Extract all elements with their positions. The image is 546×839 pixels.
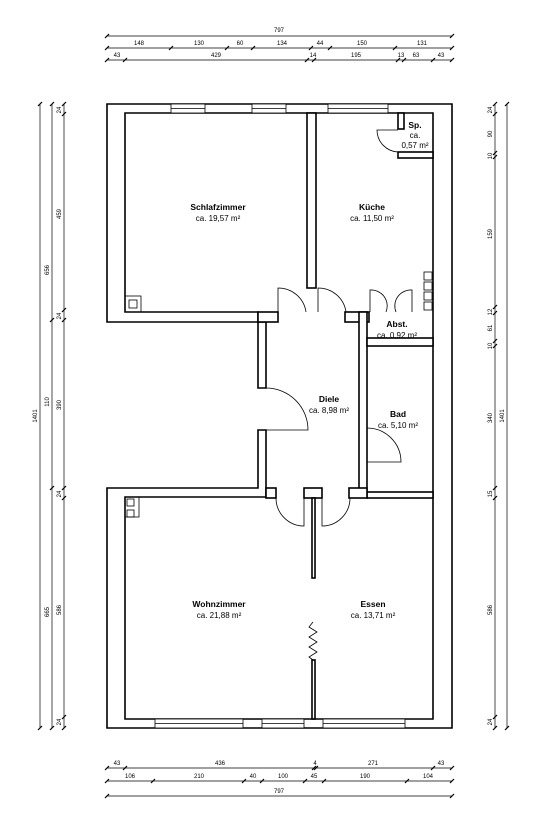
dim-right-inner-0: 24 [488, 106, 494, 113]
dim-top-r1-4: 44 [317, 41, 324, 47]
dim-left-inner-2: 24 [57, 312, 63, 319]
dim-left-inner-3: 390 [57, 399, 63, 410]
dim-left-total: 1401 [33, 409, 39, 423]
dim-left-inner-0: 24 [57, 106, 63, 113]
dim-top-r2-1: 429 [211, 53, 222, 59]
dim-right-inner-7: 340 [488, 412, 494, 423]
room-name-schlafzimmer: Schlafzimmer [190, 202, 246, 212]
room-area-wohnzimmer: ca. 21,88 m² [197, 611, 242, 620]
dim-bot-r2-5: 190 [360, 774, 371, 780]
dim-right-inner-1: 90 [488, 130, 494, 137]
dim-left-inner-5: 586 [57, 604, 63, 615]
room-area-schlafzimmer: ca. 19,57 m² [196, 214, 241, 223]
dim-right-total: 1401 [500, 409, 506, 423]
dim-bot-r2-4: 45 [311, 774, 318, 780]
dim-left-outer-2: 665 [45, 606, 51, 617]
dim-bot-r2-6: 104 [423, 774, 434, 780]
dim-top-r2-5: 63 [413, 53, 420, 59]
room-area-diele: ca. 8,98 m² [309, 406, 349, 415]
dim-top-total: 797 [274, 28, 285, 34]
dim-bot-r1-2: 4 [313, 761, 317, 767]
dim-top-r2-0: 43 [114, 53, 121, 59]
dim-left-outer-0: 656 [45, 264, 51, 275]
dim-right-inner-6: 10 [488, 342, 494, 349]
dim-top-r1-2: 60 [237, 41, 244, 47]
dim-bot-r2-1: 210 [194, 774, 205, 780]
dim-left-outer-1: 110 [45, 397, 51, 407]
room-name-essen: Essen [360, 599, 385, 609]
room-name-wohnzimmer: Wohnzimmer [192, 599, 246, 609]
right-dimensions: 24 90 10 159 12 61 10 340 15 586 24 1401 [488, 101, 510, 731]
dim-top-r1-3: 134 [277, 41, 288, 47]
room-area-abst: ca. 0,92 m² [377, 331, 417, 340]
dim-bot-r1-1: 436 [215, 761, 226, 767]
room-area-bad: ca. 5,10 m² [378, 421, 418, 430]
room-name-abst: Abst. [386, 319, 407, 329]
walls [106, 103, 453, 729]
windows [154, 103, 406, 729]
dim-bot-r1-4: 43 [438, 761, 445, 767]
dim-bot-r1-0: 43 [114, 761, 121, 767]
dim-bot-r2-0: 106 [125, 774, 136, 780]
dim-bot-r2-3: 100 [278, 774, 289, 780]
room-area-sp-line1: ca. [410, 131, 421, 140]
dim-bot-r1-3: 271 [368, 761, 379, 767]
room-labels: Schlafzimmer ca. 19,57 m² Küche ca. 11,5… [190, 120, 429, 620]
dim-top-r1-0: 148 [134, 41, 145, 47]
room-name-kueche: Küche [359, 202, 385, 212]
dim-top-r2-3: 195 [351, 53, 362, 59]
dim-top-r1-6: 131 [417, 41, 428, 47]
dim-right-inner-9: 586 [488, 604, 494, 615]
room-area-kueche: ca. 11,50 m² [350, 214, 394, 223]
left-dimensions: 1401 656 110 665 24 459 24 390 24 586 24 [33, 101, 67, 731]
doors [265, 129, 433, 661]
dim-top-r1-1: 130 [194, 41, 205, 47]
dim-left-inner-1: 459 [57, 208, 63, 219]
dim-top-r2-2: 14 [310, 53, 317, 59]
room-area-sp-line2: 0,57 m² [401, 141, 428, 150]
top-dimensions: 797 148 130 60 134 44 150 131 43 429 14 [104, 28, 455, 63]
room-name-diele: Diele [319, 394, 340, 404]
room-area-essen: ca. 13,71 m² [351, 611, 396, 620]
dim-top-r2-6: 43 [438, 53, 445, 59]
dim-left-inner-6: 24 [57, 718, 63, 725]
dim-right-inner-4: 12 [488, 308, 494, 315]
dim-right-inner-5: 61 [488, 324, 494, 331]
dim-right-inner-2: 10 [488, 152, 494, 159]
dim-top-r1-5: 150 [357, 41, 368, 47]
dim-left-inner-4: 24 [57, 490, 63, 497]
dim-top-r2-4: 13 [398, 53, 405, 59]
bottom-dimensions: 43 436 4 271 43 106 210 40 100 45 190 10… [104, 761, 455, 799]
dim-bot-r2-2: 40 [250, 774, 257, 780]
room-name-sp: Sp. [408, 120, 421, 130]
dim-right-inner-3: 159 [488, 228, 494, 239]
room-name-bad: Bad [390, 409, 406, 419]
dim-right-inner-10: 24 [488, 718, 494, 725]
dim-bot-total: 797 [274, 789, 285, 795]
dim-right-inner-8: 15 [488, 490, 494, 497]
